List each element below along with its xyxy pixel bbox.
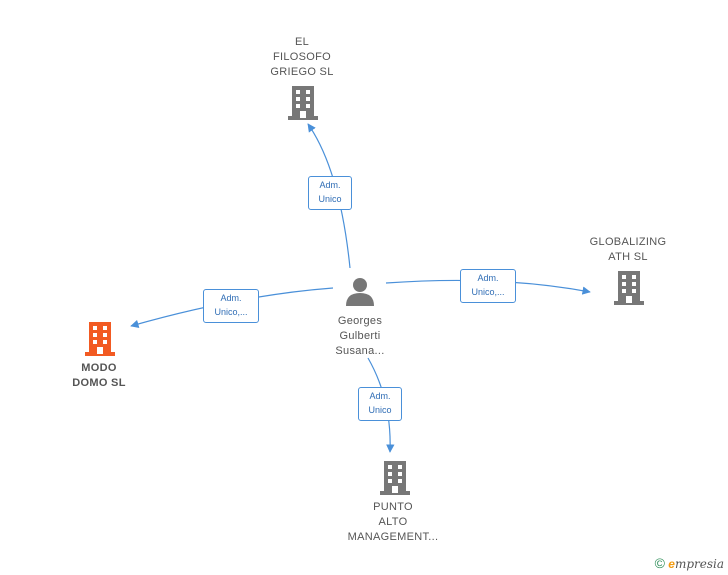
building-icon[interactable]	[85, 322, 115, 356]
edge-label-punto-alto[interactable]: Adm. Unico	[358, 387, 402, 421]
edge-label-globalizing[interactable]: Adm. Unico,...	[460, 269, 516, 303]
edge-label-modo-domo[interactable]: Adm. Unico,...	[203, 289, 259, 323]
copyright-symbol: ©	[654, 555, 665, 571]
brand-footer: © empresia	[655, 555, 724, 571]
company-label-el-filosofo[interactable]: EL FILOSOFO GRIEGO SL	[270, 36, 334, 78]
company-label-modo-domo[interactable]: MODO DOMO SL	[72, 362, 126, 389]
building-icon[interactable]	[614, 271, 644, 305]
brand-logo: mpresia	[674, 557, 724, 571]
brand-initial: e	[668, 557, 675, 571]
building-icon[interactable]	[288, 86, 318, 120]
edge-label-el-filosofo[interactable]: Adm. Unico	[308, 176, 352, 210]
company-label-globalizing[interactable]: GLOBALIZING ATH SL	[589, 236, 667, 263]
building-icon[interactable]	[380, 461, 410, 495]
company-label-punto-alto[interactable]: PUNTO ALTO MANAGEMENT...	[347, 501, 439, 543]
person-icon[interactable]	[345, 276, 375, 306]
center-person-label[interactable]: Georges Gulberti Susana...	[335, 315, 385, 357]
